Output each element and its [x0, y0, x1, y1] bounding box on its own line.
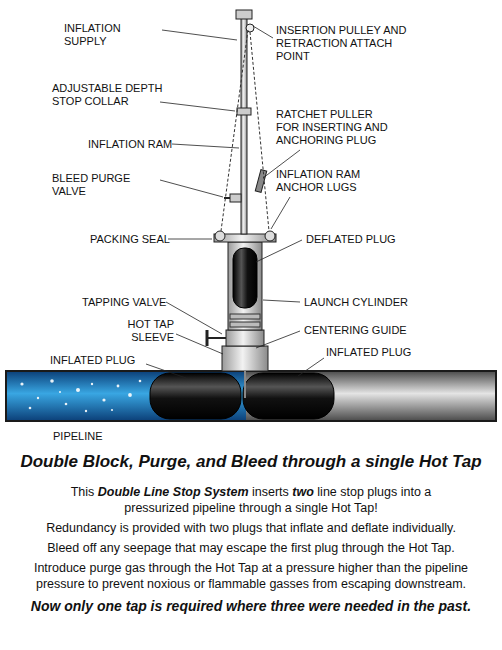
part-label: DEFLATED PLUG: [306, 233, 406, 246]
part-label: PACKING SEAL: [90, 233, 170, 246]
part-label: INFLATION RAM: [88, 138, 178, 151]
part-label: INFLATION SUPPLY: [64, 22, 164, 48]
tagline: Now only one tap is required where three…: [6, 598, 496, 614]
paragraph-text: Redundancy is provided with two plugs th…: [6, 520, 496, 536]
part-label: BLEED PURGE VALVE: [52, 172, 164, 198]
centering-guide-leg: [244, 371, 246, 398]
valve-stem: [208, 337, 226, 339]
intro-paragraph: This Double Line Stop System inserts two…: [56, 484, 446, 516]
inflated-plug: [150, 373, 241, 419]
pipeline-label: PIPELINE: [53, 430, 133, 443]
paragraph-text: Bleed off any seepage that may escape th…: [6, 540, 496, 556]
part-label: CENTERING GUIDE: [304, 324, 414, 337]
bleed-purge-valve: [224, 194, 241, 202]
inflated-plug: [243, 373, 334, 419]
pipe-fluid: [6, 371, 246, 421]
paragraph-text: This: [71, 485, 95, 499]
valve-handwheel: [206, 330, 209, 346]
bubbles: [20, 379, 141, 412]
paragraph-text: inserts: [252, 485, 289, 499]
part-label: LAUNCH CYLINDER: [304, 296, 414, 309]
hot-tap-sleeve: [222, 346, 268, 371]
part-label: INSERTION PULLEY AND RETRACTION ATTACH P…: [276, 24, 426, 63]
part-label: HOT TAP SLEEVE: [110, 318, 174, 344]
centering-guide: [230, 314, 260, 319]
part-label: TAPPING VALVE: [82, 296, 172, 309]
paragraph-text: Double Line Stop System: [98, 485, 249, 499]
paragraph-text: Introduce purge gas through the Hot Tap …: [16, 560, 486, 592]
anchor-lug: [215, 231, 225, 241]
part-label: RATCHET PULLER FOR INSERTING AND ANCHORI…: [276, 108, 396, 147]
part-label: INFLATED PLUG: [326, 346, 422, 359]
part-label: INFLATED PLUG: [50, 354, 146, 367]
part-label: INFLATION RAM ANCHOR LUGS: [276, 168, 406, 194]
inflation-supply-fitting: [236, 10, 252, 19]
anchor-lug: [265, 231, 275, 241]
part-label: ADJUSTABLE DEPTH STOP COLLAR: [52, 82, 164, 108]
inflation-ram: [241, 18, 247, 234]
insertion-pulley: [246, 24, 254, 32]
deflated-plug: [233, 248, 257, 308]
centering-guide: [230, 322, 260, 327]
launch-cylinder: [228, 242, 262, 330]
paragraph-text: two: [292, 485, 314, 499]
retraction-cables: [221, 30, 269, 231]
depth-stop-collar: [237, 108, 251, 115]
tapping-valve: [226, 330, 264, 346]
title: Double Block, Purge, and Bleed through a…: [0, 452, 502, 472]
pipe-wall: [6, 371, 496, 421]
